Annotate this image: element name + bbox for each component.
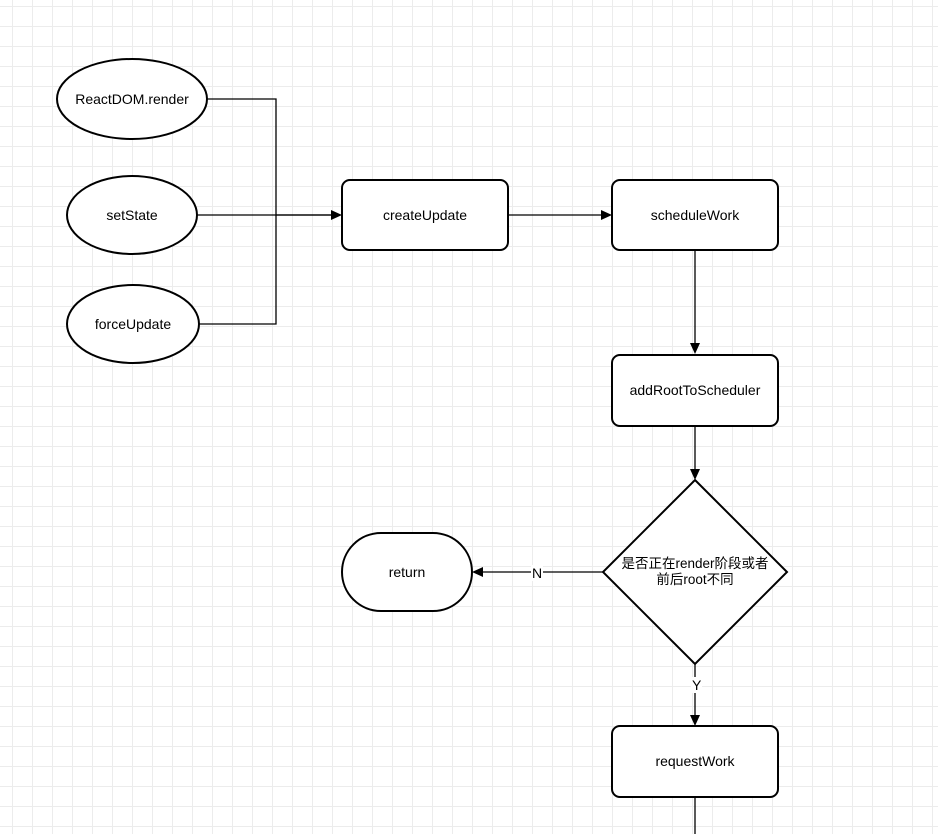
node-decision-label-line2: 前后root不同 (656, 572, 734, 587)
node-request-work-shape[interactable] (611, 725, 779, 798)
arrowhead-return (472, 567, 483, 577)
node-schedule-work-shape[interactable] (611, 179, 779, 251)
arrowhead-request-work (690, 715, 700, 726)
node-return-label: return (388, 563, 426, 580)
arrowhead-create-update (331, 210, 342, 220)
node-schedule-work-label: scheduleWork (650, 206, 740, 223)
edge-reactdom-render-to-create-update[interactable] (207, 98, 333, 216)
arrowhead-decision (690, 469, 700, 480)
node-request-work-label: requestWork (655, 753, 735, 769)
node-reactdom-render-shape[interactable] (56, 58, 208, 140)
node-reactdom-render-label: ReactDOM.render (75, 90, 189, 107)
node-decision-label-line1: 是否正在render阶段或者 (621, 556, 769, 571)
edge-label-no: N (531, 565, 544, 581)
node-force-update-label: forceUpdate (94, 315, 172, 332)
arrowhead-schedule-work (601, 210, 612, 220)
edge-label-yes: Y (691, 677, 703, 693)
node-decision-shape[interactable] (601, 478, 789, 666)
node-decision-label: 是否正在render阶段或者 前后root不同 (603, 552, 787, 592)
node-return-shape[interactable] (341, 532, 473, 612)
node-add-root-to-scheduler-shape[interactable] (611, 354, 779, 427)
node-force-update-shape[interactable] (66, 284, 200, 364)
node-add-root-to-scheduler-label: addRootToScheduler (629, 382, 761, 398)
arrowhead-add-root (690, 343, 700, 354)
edge-force-update-to-create-update[interactable] (199, 215, 277, 325)
node-set-state-label: setState (106, 206, 158, 223)
node-set-state-shape[interactable] (66, 175, 198, 255)
node-create-update-label: createUpdate (382, 206, 468, 223)
node-create-update-shape[interactable] (341, 179, 509, 251)
